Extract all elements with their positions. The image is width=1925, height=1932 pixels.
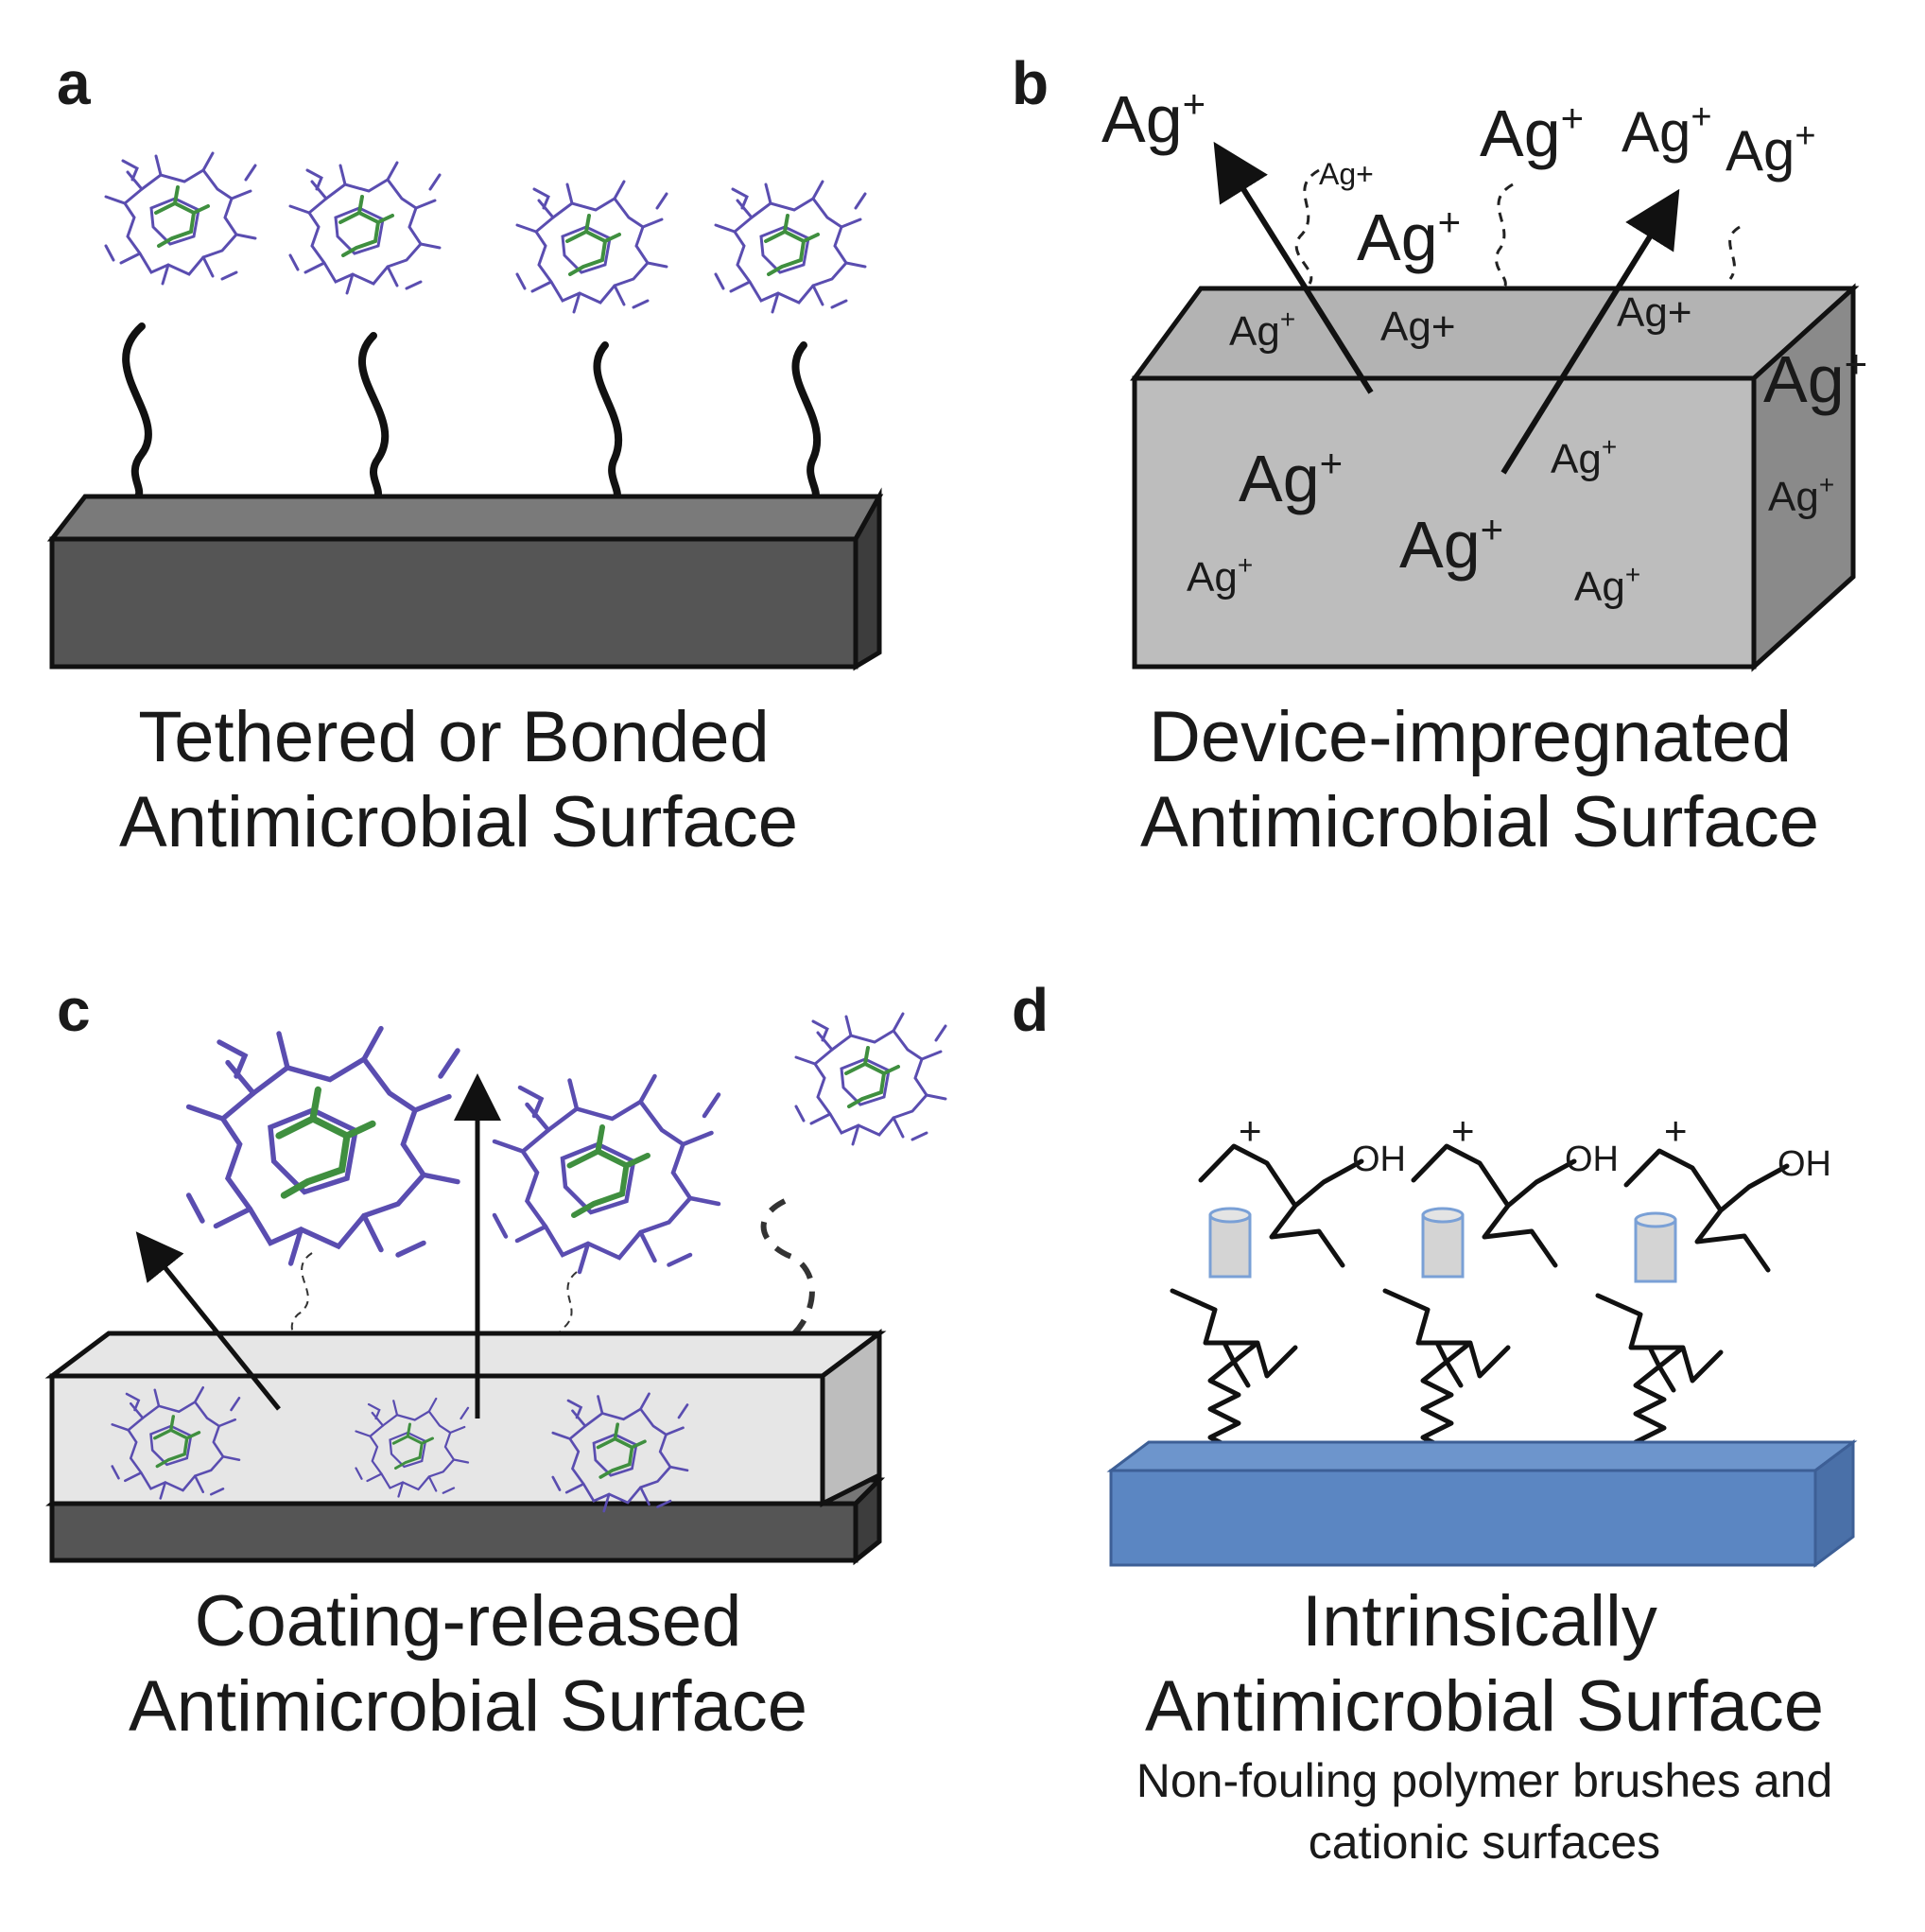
silver-ion-label-small: Ag+: [1380, 304, 1456, 350]
caption-a-line2: Antimicrobial Surface: [119, 782, 798, 862]
peptide-molecule-large: [494, 1076, 719, 1272]
silver-ion-label: Ag+: [1399, 507, 1503, 582]
subcaption-d-line1: Non-fouling polymer brushes and: [1136, 1754, 1833, 1807]
polymer-brush: + OH: [1170, 1108, 1406, 1467]
tether-linker: [593, 341, 623, 505]
subcaption-d-line2: cationic surfaces: [1309, 1816, 1660, 1869]
hydroxyl-label: OH: [1352, 1140, 1406, 1179]
release-arrows: [1213, 141, 1680, 475]
substrate-slab-d: [1106, 1439, 1858, 1568]
caption-c-line2: Antimicrobial Surface: [129, 1666, 807, 1747]
spacer-cylinder: [1634, 1211, 1677, 1283]
silver-ions-released: Ag+ Ag+ Ag+ Ag+ Ag+ Ag+: [1101, 81, 1816, 274]
tether-linkers: [122, 322, 822, 505]
device-block: [1130, 283, 1860, 672]
tether-linker: [358, 332, 390, 505]
silver-ion-label: Ag+: [1239, 441, 1343, 515]
panel-letter-d: d: [1012, 976, 1049, 1044]
diffusion-path: [1294, 168, 1320, 285]
silver-ion-label: Ag+: [1229, 305, 1295, 355]
caption-b-line1: Device-impregnated: [1149, 697, 1792, 777]
coating-layer: [44, 1329, 887, 1508]
panel-d: d + OH + OH: [1012, 976, 1858, 1869]
silver-ion-label: Ag+: [1768, 470, 1834, 520]
release-arrows-c: [135, 1073, 501, 1419]
polymer-brush: + OH: [1382, 1108, 1619, 1467]
silver-ion-label: Ag+: [1726, 116, 1816, 183]
panel-c: c Coating-: [44, 976, 947, 1747]
hydroxyl-label: OH: [1565, 1140, 1619, 1179]
panel-letter-b: b: [1012, 49, 1049, 117]
silver-ions-embedded: Ag+ Ag+ Ag+ Ag+ Ag+: [1187, 432, 1640, 610]
peptide-molecule: [104, 151, 257, 286]
silver-ion-label: Ag+: [1101, 81, 1205, 156]
release-arrow: [135, 1231, 281, 1411]
silver-ions-surface: Ag+ Ag+ Ag+ Ag+ Ag+: [1229, 289, 1867, 520]
released-molecules: [189, 1012, 947, 1272]
diffusion-path: [557, 1271, 578, 1363]
panel-letter-c: c: [57, 976, 91, 1044]
silver-ion-label-small: Ag+: [1617, 289, 1692, 336]
diffusion-path: [290, 1252, 313, 1358]
silver-ion-label: Ag+: [1622, 97, 1712, 164]
caption-c-line1: Coating-released: [195, 1581, 742, 1662]
release-arrow: [1213, 141, 1374, 394]
caption-d-line1: Intrinsically: [1302, 1581, 1657, 1662]
peptide-molecule: [515, 180, 668, 314]
spacer-cylinder: [1208, 1207, 1252, 1279]
ion-release-paths: [1294, 168, 1741, 290]
caption-b-line2: Antimicrobial Surface: [1140, 782, 1819, 862]
diffusion-path: [1495, 183, 1514, 290]
silver-ion-label: Ag+: [1187, 550, 1253, 600]
tether-linker: [122, 322, 152, 505]
tether-linker: [791, 341, 822, 505]
tethered-molecules: [104, 151, 867, 314]
peptide-molecule-large: [189, 1029, 458, 1263]
silver-ion-label: Ag+: [1551, 432, 1617, 482]
spacer-cylinder: [1421, 1207, 1465, 1279]
caption-a-line1: Tethered or Bonded: [138, 697, 770, 777]
release-arrow: [1500, 188, 1680, 475]
silver-ion-label: Ag+: [1357, 200, 1461, 274]
panel-b: b Ag+ Ag+ Ag+ Ag+ Ag+ Ag+ Ag+ Ag+ Ag+: [1012, 49, 1867, 862]
peptide-molecule: [714, 180, 867, 314]
panel-letter-a: a: [57, 49, 91, 117]
cationic-charge-label: +: [1451, 1108, 1475, 1153]
substrate-slab-a: [46, 487, 884, 671]
cationic-charge-label: +: [1239, 1108, 1262, 1153]
diffusion-path: [1728, 225, 1741, 280]
panel-a: a Tethered or Bonded Antimicrobial Surfa…: [46, 49, 884, 862]
peptide-molecule: [288, 161, 442, 295]
polymer-brush: + OH: [1595, 1108, 1831, 1467]
peptide-molecule: [794, 1012, 947, 1146]
silver-ion-label: Ag+: [1480, 96, 1584, 170]
cationic-charge-label: +: [1664, 1108, 1688, 1153]
silver-ion-label: Ag+: [1574, 560, 1640, 610]
silver-ion-label: Ag+: [1763, 341, 1867, 416]
silver-ion-label-small: Ag+: [1319, 157, 1374, 191]
hydroxyl-label: OH: [1778, 1144, 1831, 1184]
caption-d-line2: Antimicrobial Surface: [1145, 1666, 1824, 1747]
